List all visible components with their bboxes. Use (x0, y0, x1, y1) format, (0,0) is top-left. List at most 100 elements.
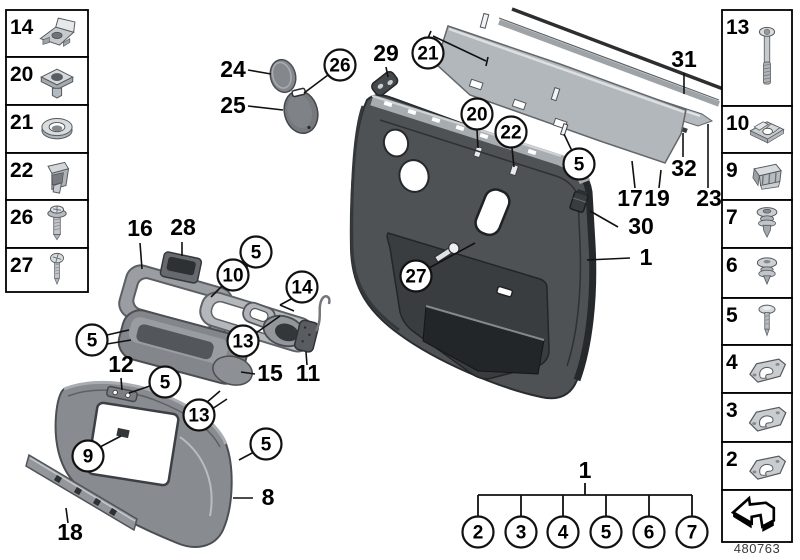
callout-22-20[interactable]: 22 (494, 115, 528, 168)
callout-11-14[interactable]: 11 (296, 351, 321, 386)
leader-line (240, 371, 256, 375)
callout-12-12[interactable]: 12 (108, 351, 134, 391)
callout-circle[interactable] (460, 97, 494, 131)
legend-circle[interactable] (546, 515, 580, 549)
legend-number: 6 (644, 523, 655, 544)
handle-carrier-11 (293, 319, 320, 353)
callout-number: 22 (500, 123, 521, 144)
leader-line (589, 210, 619, 228)
legend-number: 4 (558, 523, 569, 544)
legend-circle[interactable] (675, 515, 709, 549)
parts-column-cell-26: 26 (5, 199, 89, 249)
legend-number: 7 (687, 523, 698, 544)
callout-30-8[interactable]: 30 (589, 210, 654, 239)
parts-column-cell-2: 2 (721, 441, 793, 491)
callout-5-27[interactable]: 5 (75, 323, 132, 357)
callout-circle[interactable] (75, 323, 109, 357)
legend-circle[interactable] (632, 515, 666, 549)
callout-13-29[interactable]: 13 (182, 390, 228, 432)
callout-circle[interactable] (249, 427, 283, 461)
callout-circle[interactable] (399, 259, 433, 293)
callout-circle[interactable] (182, 398, 216, 432)
callout-circle[interactable] (323, 48, 357, 82)
part-number-label: 9 (726, 159, 738, 182)
leader-line (279, 304, 295, 312)
callout-8-16[interactable]: 8 (233, 484, 275, 510)
callout-27-22[interactable]: 27 (399, 242, 476, 293)
callout-13-26[interactable]: 13 (226, 315, 281, 358)
callout-circle[interactable] (226, 324, 260, 358)
leader-line (106, 329, 130, 336)
callout-14-25[interactable]: 14 (279, 270, 319, 312)
callout-17-5[interactable]: 17 (617, 160, 643, 211)
legend-item-5[interactable]: 5 (589, 515, 623, 549)
legend-item-4[interactable]: 4 (546, 515, 580, 549)
legend-parent-number[interactable]: 1 (579, 457, 592, 483)
callout-number: 14 (291, 278, 313, 299)
callout-5-28[interactable]: 5 (128, 365, 182, 399)
legend-item-2[interactable]: 2 (461, 515, 495, 549)
leader-line (476, 129, 479, 149)
oval-nut-icon (41, 117, 73, 140)
callout-number: 20 (466, 105, 487, 126)
callout-circle[interactable] (216, 258, 250, 292)
callout-24-0[interactable]: 24 (220, 56, 272, 82)
callout-15-13[interactable]: 15 (240, 360, 283, 386)
callout-number: 9 (83, 447, 94, 468)
callout-circle[interactable] (71, 439, 105, 473)
callout-16-10[interactable]: 16 (127, 215, 153, 270)
leader-line (485, 56, 489, 67)
leader-line (106, 339, 132, 345)
legend-circle[interactable] (589, 515, 623, 549)
legend-item-3[interactable]: 3 (504, 515, 538, 549)
callout-circle[interactable] (494, 115, 528, 149)
legend-circle[interactable] (504, 515, 538, 549)
callout-circle[interactable] (239, 235, 273, 269)
callout-5-31[interactable]: 5 (238, 427, 283, 461)
callout-5-23[interactable]: 5 (238, 235, 273, 279)
parts-column-cell-20: 20 (5, 56, 89, 106)
callout-number: 12 (108, 351, 134, 377)
callout-20-19[interactable]: 20 (460, 97, 494, 149)
callout-circle[interactable] (148, 365, 182, 399)
part-number-label: 21 (10, 111, 34, 134)
callout-number: 10 (222, 266, 243, 287)
callout-circle[interactable] (562, 147, 596, 181)
callout-25-1[interactable]: 25 (220, 92, 284, 118)
callout-5-21[interactable]: 5 (562, 133, 596, 181)
callout-21-18[interactable]: 21 (411, 30, 489, 70)
callout-23-7[interactable]: 23 (696, 124, 722, 211)
legend-item-7[interactable]: 7 (675, 515, 709, 549)
callout-number: 5 (574, 155, 585, 176)
callout-28-11[interactable]: 28 (170, 214, 196, 256)
callout-9-30[interactable]: 9 (71, 435, 122, 473)
legend-item-6[interactable]: 6 (632, 515, 666, 549)
callout-31-3[interactable]: 31 (671, 46, 697, 94)
callout-32-4[interactable]: 32 (671, 133, 697, 181)
parts-column-cell-14: 14 (5, 9, 89, 58)
callout-circle[interactable] (285, 270, 319, 304)
clip-30 (569, 189, 589, 213)
leader-line (586, 257, 631, 261)
callout-29-2[interactable]: 29 (373, 40, 399, 78)
legend-circle[interactable] (461, 515, 495, 549)
leader-line (255, 315, 281, 334)
callout-19-6[interactable]: 19 (644, 169, 670, 211)
parts-column-cell-5: 5 (721, 297, 793, 346)
callout-1-9[interactable]: 1 (586, 244, 653, 270)
callout-number: 15 (257, 360, 283, 386)
callout-number: 8 (262, 484, 275, 510)
parts-column-cell-27: 27 (5, 247, 89, 293)
callout-number: 28 (170, 214, 196, 240)
door-pull-cutout (474, 188, 511, 237)
callout-10-24[interactable]: 10 (210, 258, 250, 298)
part-number-label: 20 (10, 63, 33, 86)
callout-18-15[interactable]: 18 (57, 507, 83, 545)
drawing-number: 480763 (733, 541, 781, 556)
callout-26-17[interactable]: 26 (303, 48, 357, 94)
callout-circle[interactable] (411, 36, 445, 70)
